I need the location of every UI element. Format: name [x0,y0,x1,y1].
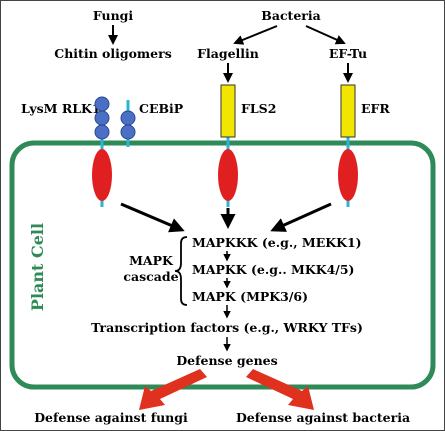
lysm-rlk1-receptor [92,96,112,207]
fls2-receptor [218,84,238,207]
fls2-label: FLS2 [241,101,276,116]
plant-cell-membrane [9,140,436,390]
defense-bacteria-arrow [246,369,314,410]
flagellin-label: Flagellin [197,46,259,61]
plant-cell-label: Plant Cell [28,223,47,311]
efr-receptor [338,84,358,207]
defense-fungi-label: Defense against fungi [34,410,188,425]
cebip-label: CEBiP [139,101,184,116]
mapkk-label: MAPKK (e.g.. MKK4/5) [192,262,354,277]
chitin-label: Chitin oligomers [54,46,171,61]
defense-bacteria-label: Defense against bacteria [236,410,410,425]
mapk-title: MAPK [129,253,174,268]
lysm-to-cascade-arrow [120,202,185,233]
efr-to-cascade-arrow [270,202,332,232]
lysm-label: LysM RLK1 [21,101,101,116]
cebip-receptor [120,100,136,147]
efr-label: EFR [361,101,390,116]
defense-fungi-arrow [139,369,207,410]
bacteria-to-eftu-arrow [305,25,346,45]
bacteria-label: Bacteria [261,8,320,23]
defense-genes-label: Defense genes [176,353,277,368]
cascade-brace [174,236,188,306]
eftu-label: EF-Tu [329,46,367,61]
mapkkk-label: MAPKKK (e.g., MEKK1) [192,235,362,250]
fungi-label: Fungi [93,8,134,23]
mapk-label: MAPK (MPK3/6) [192,289,308,304]
bacteria-to-flagellin-arrow [233,25,278,45]
cascade-label: cascade [123,269,178,284]
tfs-label: Transcription factors (e.g., WRKY TFs) [91,320,363,335]
